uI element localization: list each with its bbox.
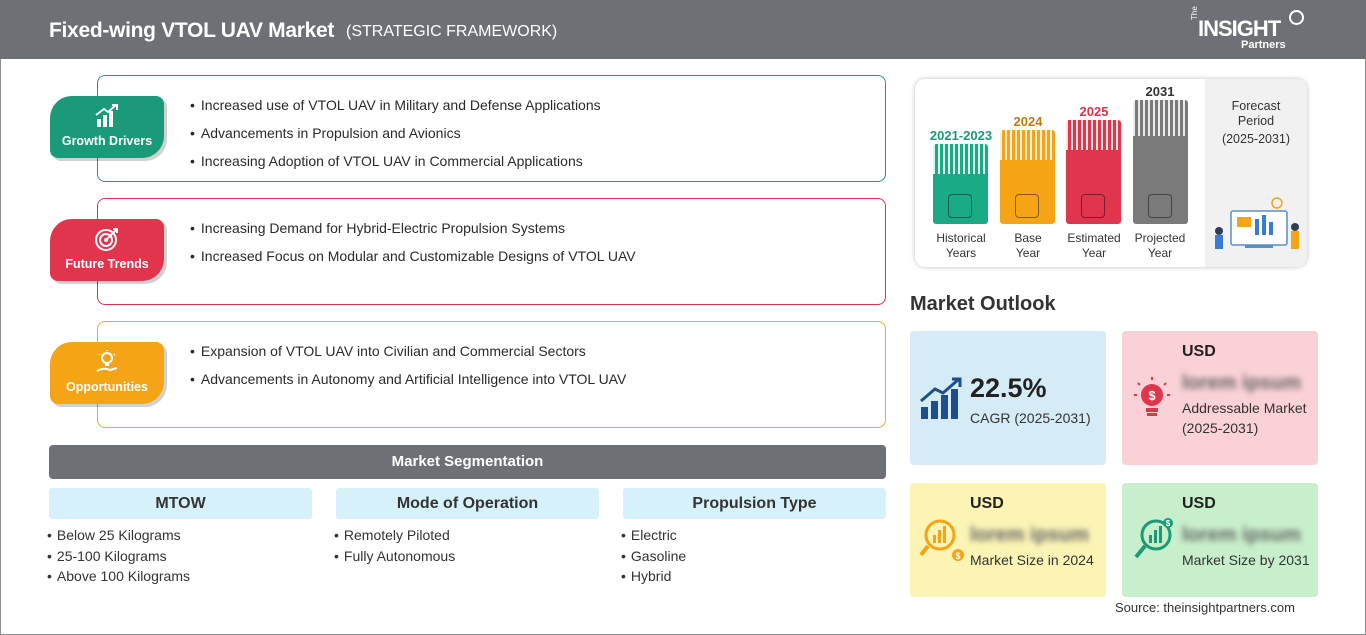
calendar-icon bbox=[1015, 194, 1039, 218]
list-item: Below 25 Kilograms bbox=[47, 525, 190, 546]
segment-header-mtow: MTOW bbox=[49, 488, 312, 519]
analytics-people-illustration-icon bbox=[1215, 197, 1299, 249]
bar-hatch bbox=[933, 144, 988, 174]
size-2024-value: lorem ipsum bbox=[970, 524, 1089, 546]
size-2031-currency: USD bbox=[1182, 495, 1216, 512]
growth-drivers-card: Increased use of VTOL UAV in Military an… bbox=[97, 75, 886, 182]
market-outlook-title: Market Outlook bbox=[910, 293, 1056, 315]
opportunities-badge: Opportunities bbox=[50, 342, 164, 404]
history-icon bbox=[948, 194, 972, 218]
svg-text:$: $ bbox=[1166, 519, 1171, 528]
lightbulb-hand-icon bbox=[96, 350, 118, 372]
market-size-2031-card: $ USD lorem ipsum Market Size by 2031 bbox=[1122, 483, 1318, 597]
timeline-year-base: 2024 bbox=[1013, 114, 1043, 129]
segmentation-title: Market Segmentation bbox=[49, 445, 886, 479]
logo-partners: Partners bbox=[1241, 39, 1286, 51]
addressable-value: lorem ipsum bbox=[1182, 372, 1301, 394]
forecast-period-title: Forecast Period bbox=[1231, 99, 1281, 128]
bar-hatch bbox=[1066, 120, 1121, 150]
list-item: Advancements in Autonomy and Artificial … bbox=[190, 369, 626, 397]
svg-text:$: $ bbox=[1148, 388, 1156, 403]
timeline-year-estimated: 2025 bbox=[1079, 104, 1109, 119]
list-item: Expansion of VTOL UAV into Civilian and … bbox=[190, 341, 626, 369]
growth-drivers-badge: Growth Drivers bbox=[50, 96, 164, 158]
list-item: Fully Autonomous bbox=[334, 546, 455, 567]
analytics-gear-icon bbox=[1081, 194, 1105, 218]
timeline-label-base: Base Year bbox=[1014, 231, 1042, 260]
forecast-period-panel: Forecast Period (2025-2031) bbox=[1205, 79, 1307, 267]
forecast-period-range: (2025-2031) bbox=[1221, 132, 1291, 146]
opportunities-card: Expansion of VTOL UAV into Civilian and … bbox=[97, 321, 886, 428]
bar-hatch bbox=[1000, 130, 1055, 160]
magnifier-chart-icon: $ bbox=[1134, 518, 1173, 559]
addressable-market-card: $ USD lorem ipsum Addressable Market (20… bbox=[1122, 331, 1318, 465]
timeline-year-projected: 2031 bbox=[1145, 84, 1175, 99]
list-item: Gasoline bbox=[621, 546, 686, 567]
cagr-value: 22.5% bbox=[970, 373, 1047, 403]
list-item: Increasing Demand for Hybrid-Electric Pr… bbox=[190, 218, 636, 246]
bar-hatch bbox=[1133, 100, 1188, 136]
presentation-icon bbox=[1148, 194, 1172, 218]
segment-header-propulsion: Propulsion Type bbox=[623, 488, 886, 519]
segment-list-mtow: Below 25 Kilograms 25-100 Kilograms Abov… bbox=[47, 525, 190, 587]
market-size-2024-card: $ USD lorem ipsum Market Size in 2024 bbox=[910, 483, 1106, 597]
svg-text:$: $ bbox=[955, 551, 960, 561]
lightbulb-dollar-icon: $ bbox=[1134, 377, 1170, 416]
timeline-bar-base bbox=[1000, 130, 1055, 224]
timeline-bar-historical bbox=[933, 144, 988, 224]
timeline-label-estimated: Estimated Year bbox=[1067, 231, 1121, 260]
badge-label: Future Trends bbox=[65, 257, 149, 271]
segment-list-mode: Remotely Piloted Fully Autonomous bbox=[334, 525, 455, 566]
list-item: Increasing Adoption of VTOL UAV in Comme… bbox=[190, 151, 601, 179]
list-item: Increased use of VTOL UAV in Military an… bbox=[190, 95, 601, 123]
timeline-label-historical: Historical Years bbox=[936, 231, 986, 260]
badge-label: Opportunities bbox=[66, 380, 148, 394]
list-item: Hybrid bbox=[621, 566, 686, 587]
list-item: Above 100 Kilograms bbox=[47, 566, 190, 587]
page-title: Fixed-wing VTOL UAV Market bbox=[49, 19, 335, 42]
logo-ring-icon bbox=[1289, 10, 1304, 25]
cagr-label: CAGR (2025-2031) bbox=[970, 410, 1091, 426]
timeline-bar-estimated bbox=[1066, 120, 1121, 224]
page-header: Fixed-wing VTOL UAV Market (STRATEGIC FR… bbox=[0, 0, 1366, 59]
addressable-currency: USD bbox=[1182, 343, 1216, 360]
growth-chart-icon bbox=[920, 377, 962, 419]
page-subtitle: (STRATEGIC FRAMEWORK) bbox=[346, 23, 558, 40]
future-trends-card: Increasing Demand for Hybrid-Electric Pr… bbox=[97, 198, 886, 305]
list-item: Remotely Piloted bbox=[334, 525, 455, 546]
list-item: Electric bbox=[621, 525, 686, 546]
future-trends-badge: Future Trends bbox=[50, 219, 164, 281]
badge-label: Growth Drivers bbox=[61, 134, 153, 148]
logo-insight: INSIGHT bbox=[1198, 16, 1281, 41]
size-2024-label: Market Size in 2024 bbox=[970, 552, 1094, 568]
size-2024-currency: USD bbox=[970, 495, 1004, 512]
segment-header-mode: Mode of Operation bbox=[336, 488, 599, 519]
insight-partners-logo[interactable]: The INSIGHT Partners bbox=[1190, 6, 1310, 54]
cagr-card: 22.5% CAGR (2025-2031) bbox=[910, 331, 1106, 465]
source-link[interactable]: Source: theinsightpartners.com bbox=[1115, 600, 1295, 615]
timeline-year-historical: 2021-2023 bbox=[929, 128, 993, 143]
timeline-label-projected: Projected Year bbox=[1134, 231, 1186, 260]
list-item: Advancements in Propulsion and Avionics bbox=[190, 123, 601, 151]
target-icon bbox=[95, 228, 118, 251]
list-item: Increased Focus on Modular and Customiza… bbox=[190, 246, 636, 274]
bar-chart-growth-icon bbox=[95, 104, 118, 127]
list-item: 25-100 Kilograms bbox=[47, 546, 190, 567]
magnifier-chart-icon: $ bbox=[919, 519, 964, 561]
segment-list-propulsion: Electric Gasoline Hybrid bbox=[621, 525, 686, 587]
size-2031-value: lorem ipsum bbox=[1182, 524, 1301, 546]
size-2031-label: Market Size by 2031 bbox=[1182, 552, 1310, 568]
timeline-bar-projected bbox=[1133, 100, 1188, 224]
addressable-label: Addressable Market (2025-2031) bbox=[1182, 400, 1307, 436]
